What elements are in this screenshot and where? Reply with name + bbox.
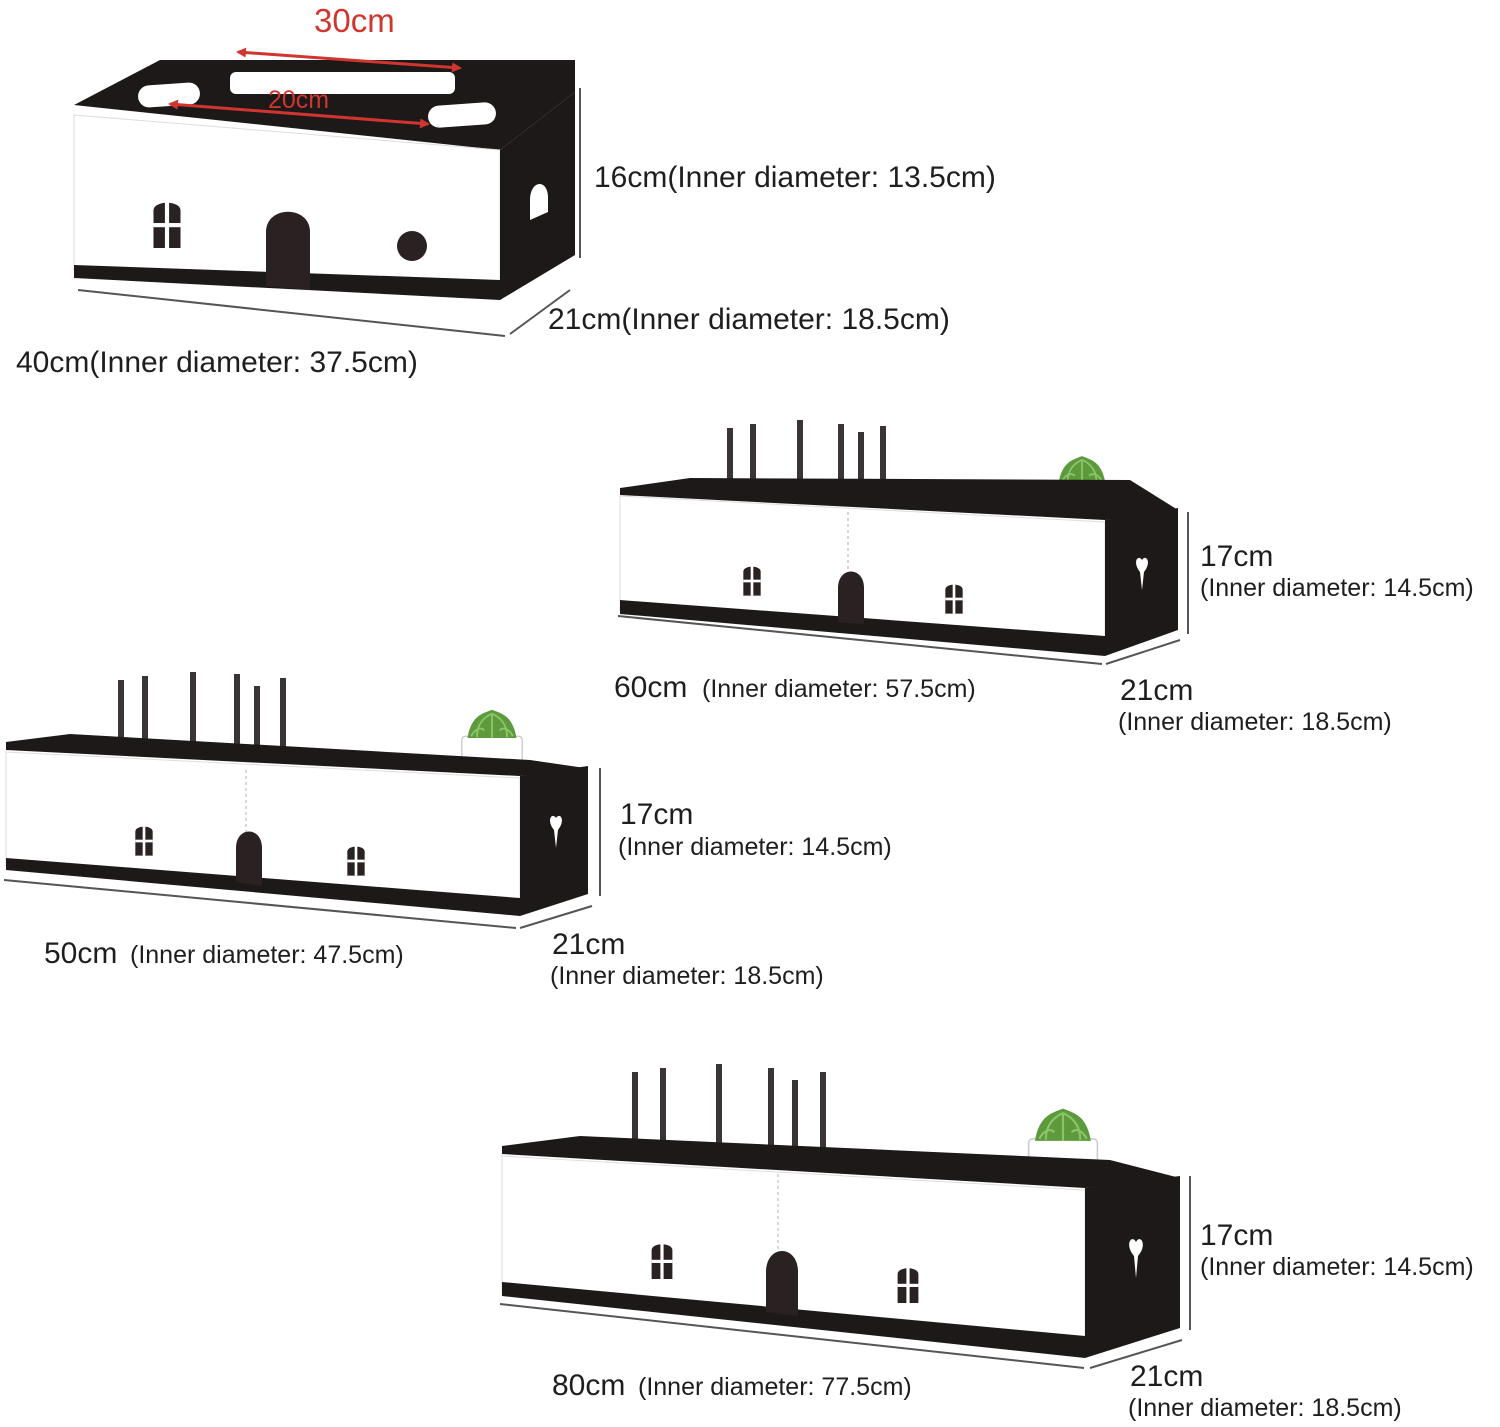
box3-cable-rods <box>118 672 286 756</box>
cable-box-60cm <box>617 420 1189 665</box>
box3-window-left-icon <box>135 825 153 856</box>
box2-depth-line <box>1105 639 1181 665</box>
box3-depth-label: 21cm <box>552 928 626 961</box>
box3-length-inner-label: (Inner diameter: 47.5cm) <box>130 941 404 969</box>
box4-window-right-icon <box>897 1266 919 1303</box>
box1-depth-line <box>509 289 571 335</box>
box1-length-line <box>77 289 506 337</box>
box2-height-inner-label: (Inner diameter: 14.5cm) <box>1200 574 1474 602</box>
box1-depth-label: 21cm(Inner diameter: 18.5cm) <box>548 303 950 336</box>
box1-slot-width-label: 20cm <box>268 86 330 114</box>
box3-depth-line <box>519 905 593 929</box>
box3-heart-icon <box>550 815 562 848</box>
box1-center-slot <box>230 72 455 94</box>
box3-depth-inner-label: (Inner diameter: 18.5cm) <box>550 962 824 990</box>
box4-cable-rods <box>632 1064 826 1158</box>
box3-bottom-strip <box>6 858 520 916</box>
box2-window-left-icon <box>743 565 761 596</box>
box2-lid <box>620 478 1178 520</box>
box4-bottom-strip <box>502 1282 1085 1358</box>
box1-door-arch <box>266 211 310 290</box>
box2-window-right-icon <box>945 583 963 614</box>
box3-length-label: 50cm <box>44 937 118 970</box>
box4-depth-inner-label: (Inner diameter: 18.5cm) <box>1128 1394 1402 1422</box>
box3-length-line <box>3 879 517 929</box>
box2-depth-label: 21cm <box>1120 674 1194 707</box>
box1-length-label: 40cm(Inner diameter: 37.5cm) <box>16 346 418 379</box>
box4-length-line <box>499 1303 1085 1369</box>
box3-window-right-icon <box>347 845 365 876</box>
box4-side-panel <box>1085 1176 1180 1358</box>
cable-box-50cm <box>3 672 601 929</box>
box4-length-inner-label: (Inner diameter: 77.5cm) <box>638 1373 912 1401</box>
box3-height-inner-label: (Inner diameter: 14.5cm) <box>618 833 892 861</box>
box2-cable-rods <box>727 420 886 502</box>
box1-window-icon <box>153 200 181 248</box>
box3-door-arch <box>236 831 262 886</box>
box4-height-inner-label: (Inner diameter: 14.5cm) <box>1200 1253 1474 1281</box>
box4-lid <box>502 1136 1180 1188</box>
box1-height-label: 16cm(Inner diameter: 13.5cm) <box>594 161 996 194</box>
box4-depth-label: 21cm <box>1130 1360 1204 1393</box>
box2-door-arch <box>838 571 864 624</box>
box1-right-hole <box>428 102 496 128</box>
box2-bottom-strip <box>620 600 1105 656</box>
box4-height-label: 17cm <box>1200 1219 1274 1252</box>
box2-length-inner-label: (Inner diameter: 57.5cm) <box>702 675 976 703</box>
box4-length-label: 80cm <box>552 1369 626 1402</box>
box2-length-label: 60cm <box>614 671 688 704</box>
box3-side-panel <box>520 766 588 916</box>
box4-window-left-icon <box>651 1242 673 1279</box>
box2-depth-inner-label: (Inner diameter: 18.5cm) <box>1118 708 1392 736</box>
box1-top-width-label: 30cm <box>314 2 395 39</box>
cable-box-40cm <box>73 47 581 337</box>
box1-slot-width-arrow <box>168 99 430 129</box>
box1-round-hole <box>397 231 427 261</box>
box3-height-label: 17cm <box>620 798 694 831</box>
box2-length-line <box>617 615 1103 665</box>
box3-lid <box>6 734 585 776</box>
cable-box-80cm <box>499 1064 1191 1369</box>
box4-heart-icon <box>1129 1239 1143 1278</box>
box4-depth-line <box>1089 1339 1183 1369</box>
box1-side-arch-icon <box>530 183 548 220</box>
box2-height-label: 17cm <box>1200 540 1274 573</box>
box2-heart-icon <box>1136 557 1148 590</box>
box1-top-width-arrow <box>236 47 462 73</box>
box4-door-arch <box>766 1251 798 1316</box>
